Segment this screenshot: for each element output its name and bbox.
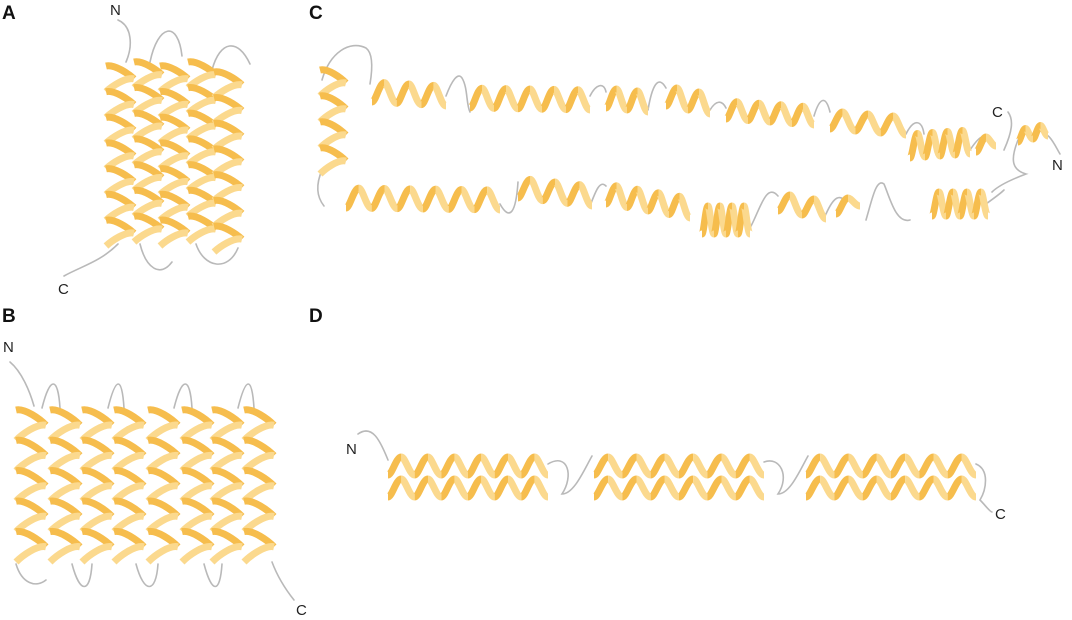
panel-b-connecting-loop [237, 383, 255, 409]
panel-b-letter: B [2, 306, 16, 327]
panel-c-helix [906, 127, 974, 162]
panel-c-loop [865, 182, 911, 221]
panel-a-bottom-loop [195, 243, 239, 265]
panel-c-loop [991, 139, 1029, 193]
panel-d-loop [763, 455, 809, 495]
panel-c-loop [499, 181, 519, 214]
panel-c-c-terminus-label: C [992, 104, 1003, 121]
panel-d-loops [357, 430, 993, 513]
panel-c-loop [647, 81, 667, 111]
panel-a-top-loop [211, 45, 251, 71]
panel-b-c-terminus-label: C [296, 602, 307, 619]
panel-d-n-loop [357, 430, 389, 461]
panel-c-helix [828, 108, 908, 139]
panel-c: C C N [309, 3, 1063, 238]
panel-b-helix [13, 406, 49, 565]
panel-d-helix-lower [592, 475, 766, 501]
panel-d-helix-upper [592, 453, 766, 479]
panel-b-bottom-loop [15, 563, 47, 585]
panel-c-helix [1015, 122, 1050, 146]
panel-b-n-loop [9, 361, 35, 407]
panel-a-helix [211, 68, 245, 255]
panel-b-connecting-loop [203, 563, 223, 588]
panel-c-helix [834, 194, 861, 218]
panel-a-top-loop [149, 30, 183, 63]
panel-b-loops [9, 361, 295, 601]
panel-d-helix-lower [804, 475, 978, 501]
panel-c-loop [321, 44, 373, 85]
panel-d: D N C [309, 306, 1006, 523]
panel-c-loop [589, 84, 607, 97]
panel-b-helix [111, 406, 147, 565]
panel-b-connecting-loop [135, 563, 159, 588]
panel-c-loop [589, 183, 607, 207]
panel-c-loop [749, 191, 779, 229]
panel-a-n-terminus-label: N [110, 2, 121, 19]
panel-a-helix-bundle [103, 58, 245, 255]
panel-b-connecting-loop [41, 383, 61, 409]
panel-a-c-terminus-label: C [58, 281, 69, 298]
panel-c-loop [445, 75, 471, 113]
panel-b: B N C [2, 306, 307, 619]
panel-c-helix [724, 98, 816, 129]
panel-c-helix [776, 191, 828, 223]
panel-c-letter: C [309, 3, 323, 24]
panel-c-helices [317, 66, 1050, 238]
panel-b-n-terminus-label: N [3, 339, 14, 356]
panel-b-connecting-loop [71, 563, 93, 588]
panel-c-loop [905, 121, 925, 135]
panel-d-letter: D [309, 306, 323, 327]
panel-c-helix [698, 202, 754, 238]
panel-b-c-loop [271, 561, 295, 601]
panel-a-bottom-loop [139, 243, 173, 271]
panel-c-helix [344, 184, 502, 214]
panel-a-helix [131, 58, 165, 245]
panel-a-n-loop [117, 19, 132, 63]
panel-a-loops [63, 19, 251, 277]
panel-d-helices [386, 453, 978, 501]
panel-c-c-tail [1003, 111, 1013, 151]
panel-c-helix [974, 133, 997, 156]
panel-b-helix [79, 406, 115, 565]
panel-c-helix [604, 182, 692, 222]
panel-c-helix [928, 188, 992, 220]
panel-b-helix [47, 406, 83, 565]
panel-d-n-terminus-label: N [346, 441, 357, 458]
panel-c-helix [317, 66, 349, 177]
panel-a-helix [103, 62, 137, 249]
panel-c-helix [664, 84, 712, 118]
panel-d-loop [547, 455, 593, 495]
panel-d-c-terminus-label: C [995, 506, 1006, 523]
panel-b-connecting-loop [107, 383, 125, 409]
panel-c-loop [709, 101, 727, 111]
panel-d-helix-lower [386, 475, 550, 501]
panel-b-helix [179, 406, 215, 565]
panel-a-c-loop [63, 243, 119, 277]
panel-a: A N C [2, 2, 251, 298]
panel-c-n-terminus-label: N [1052, 157, 1063, 174]
panel-c-helix [370, 79, 448, 110]
panel-d-helix-upper [804, 453, 978, 479]
panel-b-helix [145, 406, 181, 565]
panel-d-helix-upper [386, 453, 550, 479]
panel-a-helix [157, 62, 191, 249]
panel-b-helix [209, 406, 245, 565]
panel-b-helix [241, 406, 277, 565]
panel-c-loop [813, 99, 831, 117]
panel-c-helix [516, 175, 594, 210]
panel-c-helix [604, 85, 650, 116]
panel-c-loop [985, 189, 1005, 205]
panel-b-connecting-loop [173, 383, 193, 409]
panel-d-c-loop [975, 463, 993, 513]
panel-a-letter: A [2, 3, 16, 24]
panel-a-helix [185, 58, 219, 245]
panel-c-helix [468, 84, 592, 114]
panel-b-helices [13, 406, 277, 565]
panel-c-loops [316, 44, 1061, 229]
